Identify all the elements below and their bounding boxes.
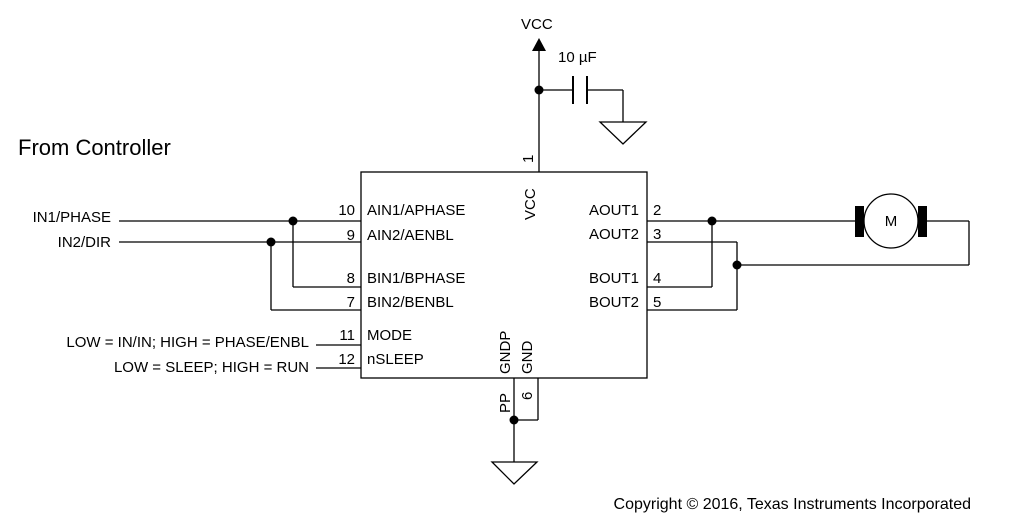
pin-name: BIN1/BPHASE — [367, 270, 465, 287]
vcc-supply: VCC — [521, 16, 553, 172]
pin-number: PP — [497, 393, 514, 413]
pin-name: AIN2/AENBL — [367, 227, 454, 244]
input-wiring: IN1/PHASE IN2/DIR LOW = IN/IN; HIGH = PH… — [33, 209, 361, 376]
pin-number: 2 — [653, 202, 661, 219]
input-label-mode: LOW = IN/IN; HIGH = PHASE/ENBL — [66, 334, 309, 351]
input-label-sleep: LOW = SLEEP; HIGH = RUN — [114, 359, 309, 376]
bottom-pins: GNDP GND PP 6 — [490, 331, 539, 485]
driver-ic-body — [360, 171, 648, 379]
pin-name: BIN2/BENBL — [367, 294, 454, 311]
pin-name: BOUT2 — [589, 294, 639, 311]
pin-number: 11 — [339, 327, 355, 344]
decoupling-capacitor: 10 µF — [539, 49, 648, 145]
capacitor-value-label: 10 µF — [558, 49, 597, 66]
motor-brush-left — [855, 206, 864, 237]
input-label-in2: IN2/DIR — [58, 234, 112, 251]
motor-brush-right — [918, 206, 927, 237]
pin-number: 8 — [347, 270, 355, 287]
pin-vcc: 1 VCC — [520, 155, 539, 220]
pin-name: AIN1/APHASE — [367, 202, 465, 219]
pin-name: GNDP — [497, 331, 514, 374]
pin-name: BOUT1 — [589, 270, 639, 287]
pin-number: 9 — [347, 227, 355, 244]
vcc-arrow-icon — [532, 38, 546, 51]
vcc-supply-label: VCC — [521, 16, 553, 33]
pin-name: MODE — [367, 327, 412, 344]
ground-icon — [490, 461, 539, 485]
pin-name: nSLEEP — [367, 351, 424, 368]
pin-number: 7 — [347, 294, 355, 311]
pin-number: 12 — [338, 351, 355, 368]
pin-number: 1 — [520, 155, 537, 163]
right-pins: AOUT1 2 AOUT2 3 BOUT1 4 BOUT2 5 — [589, 202, 661, 311]
input-label-in1: IN1/PHASE — [33, 209, 111, 226]
pin-number: 10 — [338, 202, 355, 219]
pin-name: VCC — [522, 188, 539, 220]
pin-number: 4 — [653, 270, 661, 287]
from-controller-heading: From Controller — [18, 135, 171, 160]
ground-icon — [598, 121, 648, 145]
motor-label: M — [885, 213, 898, 230]
output-wiring — [647, 216, 970, 311]
motor: M — [855, 193, 927, 249]
left-pins: 10 AIN1/APHASE 9 AIN2/AENBL 8 BIN1/BPHAS… — [338, 202, 465, 368]
pin-name: GND — [519, 341, 536, 375]
pin-name: AOUT1 — [589, 202, 639, 219]
copyright-notice: Copyright © 2016, Texas Instruments Inco… — [614, 496, 971, 513]
pin-name: AOUT2 — [589, 226, 639, 243]
pin-number: 5 — [653, 294, 661, 311]
motor-icon — [863, 193, 919, 249]
pin-number: 3 — [653, 226, 661, 243]
pin-number: 6 — [519, 392, 536, 400]
